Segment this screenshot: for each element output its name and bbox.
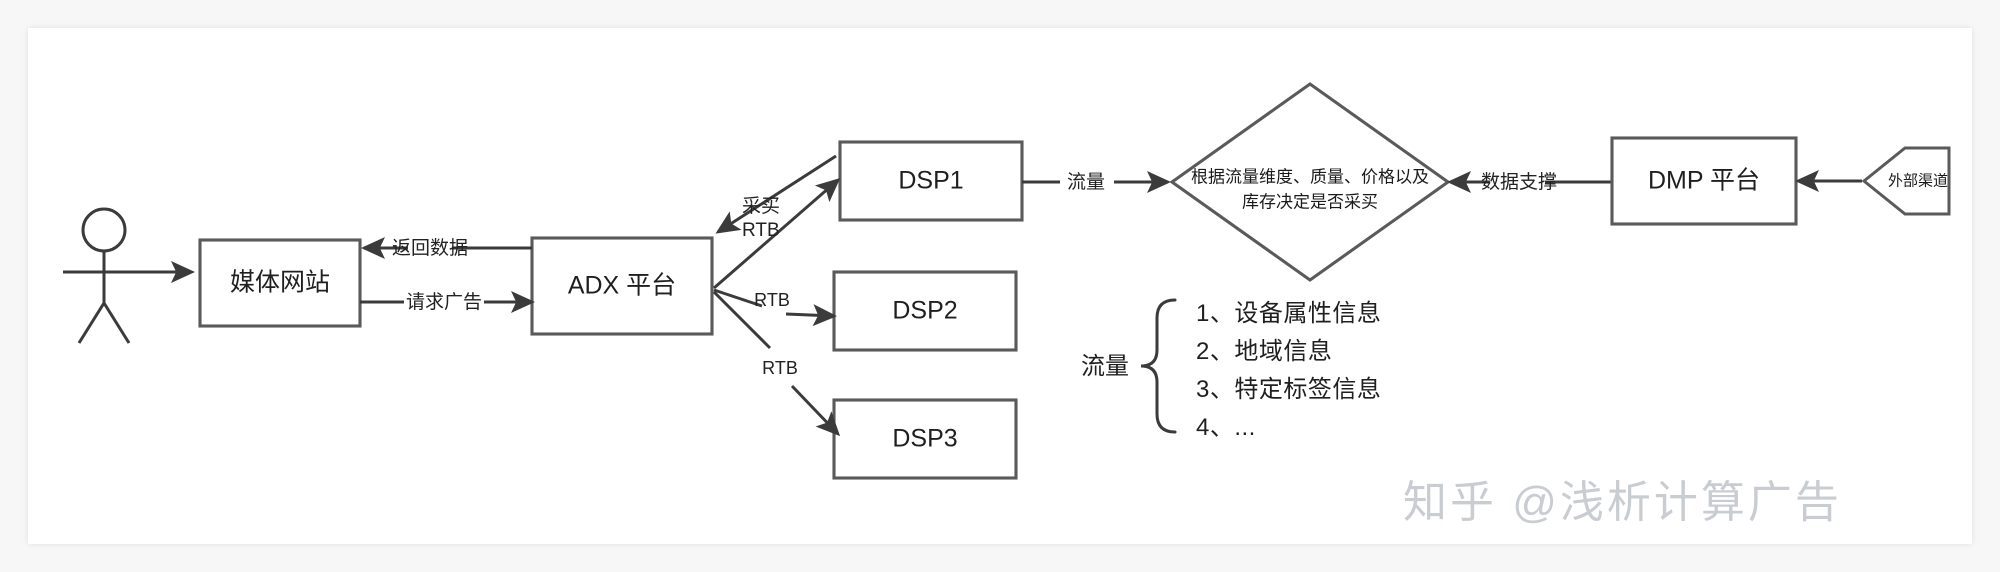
traffic-brace [1140,298,1177,434]
edge-adx-dsp1-label: 采买 RTB [742,195,780,243]
node-dsp3 [832,398,1018,480]
edge-adx-to-dsp3-b [790,384,841,437]
node-external-channel-label: 外部渠道 [1887,172,1949,190]
list-item: 1、设备属性信息 [1196,300,1382,327]
node-adx-label: ADX 平台 [567,271,677,300]
edge-dmp-to-decision-label: 数据支撑 [1480,172,1558,194]
edge-adx-to-media-label: 返回数据 [391,238,469,260]
node-dsp1 [838,140,1024,222]
node-dsp2-label: DSP2 [892,296,958,325]
edge-adx-to-dsp2-a [713,288,763,308]
node-media-site-label: 媒体网站 [229,268,331,297]
edge-media-to-adx-label: 请求广告 [405,292,483,314]
stick-figure-user [63,207,145,344]
edge-dsp1-to-decision-label: 流量 [1066,172,1106,194]
list-item: 4、... [1196,414,1256,441]
edge-dsp1-to-adx [715,154,837,234]
edge-adx-dsp1-label-line2: RTB [742,219,780,241]
node-dsp1-label: DSP1 [898,166,964,195]
node-dmp-label: DMP 平台 [1647,166,1761,195]
traffic-note-list: 1、设备属性信息 2、地域信息 3、特定标签信息 4、... [1196,299,1381,443]
node-media-site [198,238,362,328]
watermark: 知乎 @浅析计算广告 [1403,478,1842,527]
list-item: 3、特定标签信息 [1196,376,1382,403]
edge-adx-dsp3-label: RTB [762,357,798,378]
edge-adx-to-dsp1 [713,178,841,290]
node-dsp3-label: DSP3 [892,424,958,453]
edge-adx-to-dsp2-b [785,304,837,327]
node-dsp2 [832,270,1018,352]
list-item: 2、地域信息 [1196,338,1333,365]
node-external-channel [1861,146,1951,216]
node-adx [530,236,714,336]
edge-adx-to-dsp3-a [712,290,772,350]
node-decision-label-line2: 库存决定是否采买 [1242,192,1378,211]
edge-adx-dsp2-label: RTB [754,289,790,310]
node-dmp [1610,136,1798,226]
traffic-note-title: 流量 [1081,353,1129,380]
node-decision-label: 根据流量维度、质量、价格以及 库存决定是否采买 [1165,165,1455,214]
edge-adx-dsp1-label-line1: 采买 [742,196,781,217]
node-decision-label-line1: 根据流量维度、质量、价格以及 [1191,167,1429,187]
